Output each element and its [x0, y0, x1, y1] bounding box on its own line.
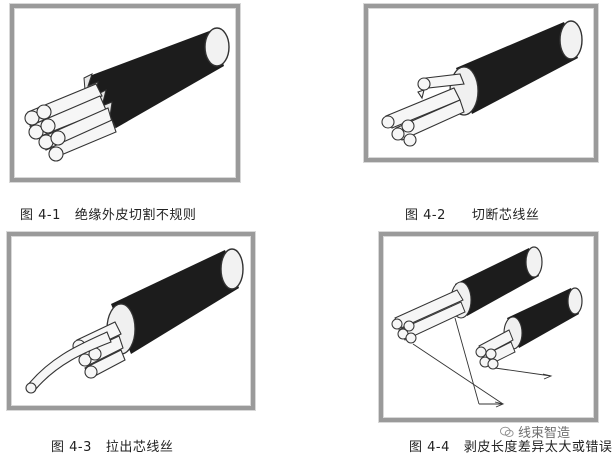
- conductor-strands-lower: [476, 330, 515, 369]
- cable-end-cap: [205, 28, 229, 66]
- conductor-strands: [25, 84, 116, 161]
- figure-caption: 图 4-1 绝缘外皮切割不规则: [20, 204, 196, 223]
- figure-caption-text: 拉出芯线丝: [106, 440, 174, 455]
- conductor-strands: [26, 322, 125, 393]
- figure-number: 图 4-4: [409, 440, 450, 455]
- watermark-text: 线束智造: [518, 422, 570, 441]
- figure-4-4: [379, 232, 598, 422]
- conductor-strands-upper: [392, 290, 465, 343]
- cable-end-cap: [560, 21, 582, 59]
- watermark: 线束智造: [500, 422, 570, 441]
- cable-end-cap: [568, 288, 582, 314]
- figure-caption-text: 剥皮长度差异太大或错误: [464, 440, 612, 455]
- cable-end-cap: [221, 249, 243, 289]
- figure-caption-text: 绝缘外皮切割不规则: [75, 208, 197, 223]
- cable-cut-strands-illustration: [368, 8, 594, 158]
- figure-4-3: [7, 232, 255, 410]
- cable-end-cap: [526, 247, 542, 277]
- wechat-icon: [500, 426, 514, 438]
- cable-pulled-strand-illustration: [11, 236, 251, 406]
- figure-number: 图 4-2: [405, 208, 446, 223]
- figure-4-1: [10, 4, 240, 182]
- cable-irregular-cut-illustration: [14, 8, 236, 178]
- figure-caption: 图 4-3 拉出芯线丝: [51, 436, 173, 455]
- conductor-strands: [382, 74, 464, 146]
- strip-length-difference-illustration: [383, 236, 594, 418]
- figure-caption-text: 切断芯线丝: [472, 208, 540, 223]
- figure-number: 图 4-3: [51, 440, 92, 455]
- figure-caption: 图 4-2 切断芯线丝: [405, 204, 539, 223]
- figure-4-2: [364, 4, 598, 162]
- figure-number: 图 4-1: [20, 208, 61, 223]
